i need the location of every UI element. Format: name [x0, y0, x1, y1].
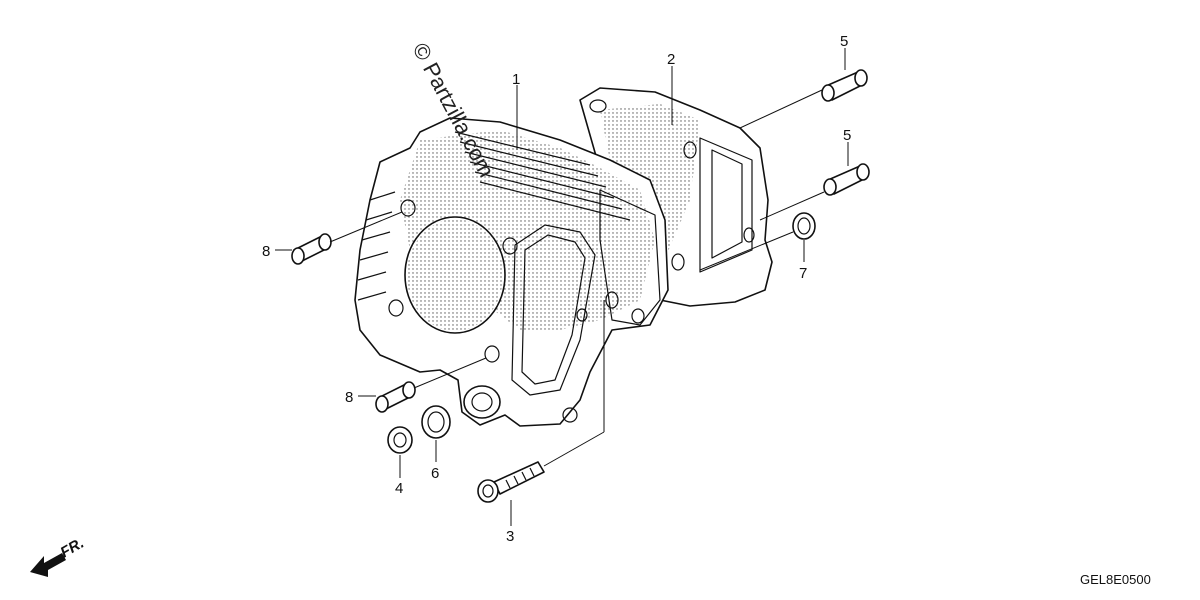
callout-8-upper: 8	[262, 243, 270, 260]
callout-6: 6	[431, 465, 439, 482]
dowel-pin-lower	[823, 163, 870, 196]
o-ring	[792, 212, 816, 240]
dowel-pin-left-lower	[375, 381, 416, 413]
leader-lines	[275, 48, 849, 526]
cylinder-block	[354, 117, 669, 427]
callout-1: 1	[512, 71, 520, 88]
washer-large	[421, 405, 451, 439]
dowel-pin-left-upper	[291, 233, 332, 265]
callout-5-upper: 5	[840, 33, 848, 50]
diagram-code: GEL8E0500	[1080, 572, 1151, 587]
washer-small	[387, 426, 413, 454]
callout-4: 4	[395, 480, 403, 497]
dowel-pin-upper	[821, 69, 868, 102]
callout-7: 7	[799, 265, 807, 282]
front-direction-arrow: FR.	[30, 535, 87, 577]
callout-8-lower: 8	[345, 389, 353, 406]
callout-3: 3	[506, 528, 514, 545]
callout-2: 2	[667, 51, 675, 68]
callout-5-lower: 5	[843, 127, 851, 144]
flange-bolt	[477, 461, 545, 503]
